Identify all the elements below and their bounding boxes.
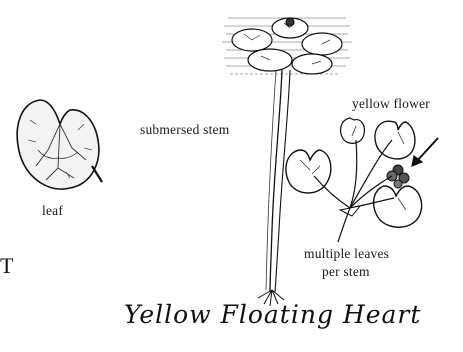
submersed-stem-label: submersed stem xyxy=(140,122,229,138)
per-stem-label: per stem xyxy=(322,264,370,280)
multiple-leaves-label: multiple leaves xyxy=(304,246,389,262)
flowering-stem-illustration xyxy=(286,118,438,242)
diagram-title: Yellow Floating Heart xyxy=(124,300,421,329)
leaf-label: leaf xyxy=(42,203,63,219)
edge-letter: T xyxy=(0,253,13,279)
single-leaf-illustration xyxy=(17,100,102,189)
yellow-flower-label: yellow flower xyxy=(352,96,430,112)
